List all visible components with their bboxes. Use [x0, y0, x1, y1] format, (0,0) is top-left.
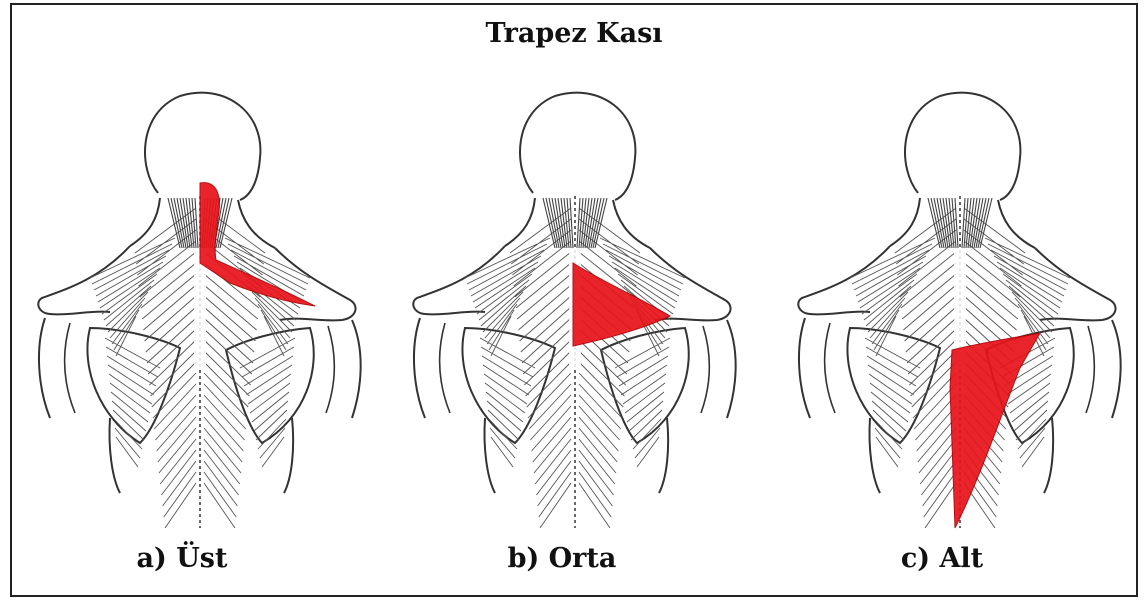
head-outline: [520, 93, 635, 200]
panel-middle-trapezius: [405, 88, 745, 533]
lower-trapezius-region: [950, 333, 1040, 528]
lower-trapezius-highlight: [950, 333, 1040, 528]
caption-lower: c) Alt: [792, 543, 1092, 574]
panel-upper-trapezius: [30, 88, 370, 533]
figure-title: Trapez Kası: [0, 18, 1148, 49]
right-shoulder-outline: [650, 248, 731, 320]
back-anatomy-illustration-upper: [30, 88, 370, 533]
back-anatomy-illustration-middle: [405, 88, 745, 533]
panel-lower-trapezius: [790, 88, 1130, 533]
caption-middle: b) Orta: [412, 543, 712, 574]
back-anatomy-illustration-lower: [790, 88, 1130, 533]
caption-upper: a) Üst: [32, 543, 332, 574]
right-shoulder-outline: [1035, 248, 1116, 320]
head-outline: [905, 93, 1020, 200]
right-shoulder-outline: [275, 248, 356, 320]
